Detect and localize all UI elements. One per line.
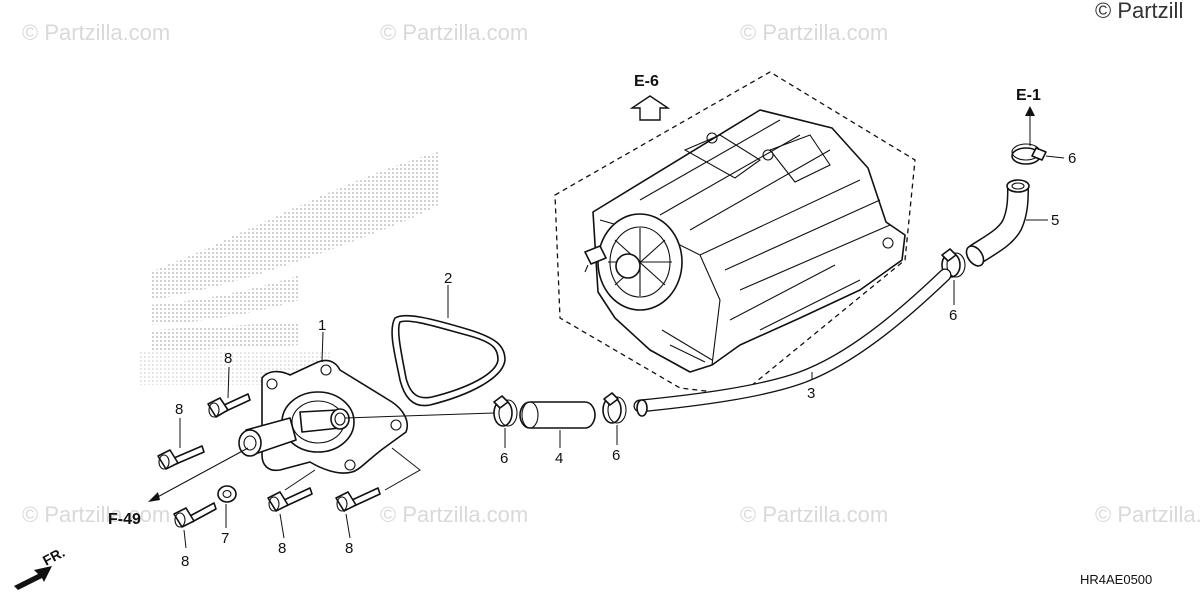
- sealing-washer: [217, 485, 237, 503]
- watermark: © Partzilla.com: [740, 502, 888, 527]
- callout-8: 8: [345, 540, 353, 557]
- callout-6: 6: [612, 447, 620, 464]
- watermark: © Partzilla.com: [380, 502, 528, 527]
- flange-bolt: [335, 487, 381, 512]
- crankcase-outline: [554, 71, 916, 396]
- watermark: © Partzilla.com: [740, 20, 888, 45]
- reference-e6: E-6: [634, 73, 659, 90]
- short-hose: [519, 401, 596, 429]
- water-pump-cover: [238, 359, 408, 474]
- bent-hose: [965, 179, 1030, 267]
- callout-1: 1: [318, 317, 326, 334]
- reference-e1: E-1: [1016, 87, 1041, 104]
- water-pipe: [633, 268, 952, 417]
- hose-clamp: [602, 392, 627, 424]
- leader-lines: [148, 106, 1065, 549]
- callout-3: 3: [807, 385, 815, 402]
- callout-4: 4: [555, 450, 563, 467]
- copyright-notice: © Partzill: [1095, 0, 1183, 23]
- flange-bolt: [157, 445, 205, 470]
- reference-f49: F-49: [108, 511, 141, 528]
- callout-8: 8: [181, 553, 189, 570]
- hose-clamp: [1011, 143, 1047, 165]
- direction-arrow: [629, 95, 671, 121]
- diagram-code: HR4AE0500: [1080, 572, 1152, 587]
- watermark: © Partzilla.com: [1095, 502, 1200, 527]
- callout-8: 8: [224, 350, 232, 367]
- callout-6: 6: [500, 450, 508, 467]
- watermark: © Partzilla.com: [22, 20, 170, 45]
- watermark: © Partzilla.com: [380, 20, 528, 45]
- callout-7: 7: [221, 530, 229, 547]
- callout-8: 8: [278, 540, 286, 557]
- flange-bolt: [173, 502, 217, 528]
- callout-6: 6: [949, 307, 957, 324]
- gasket: [391, 314, 506, 407]
- callout-6: 6: [1068, 150, 1076, 167]
- flange-bolt: [267, 487, 313, 512]
- front-label: FR.: [40, 544, 67, 569]
- flange-bolt: [207, 393, 251, 418]
- callout-5: 5: [1051, 212, 1059, 229]
- front-arrow: [14, 566, 52, 590]
- hose-clamp: [493, 395, 518, 427]
- callout-2: 2: [444, 270, 452, 287]
- watermark: © Partzilla.com: [22, 502, 170, 527]
- callout-8: 8: [175, 401, 183, 418]
